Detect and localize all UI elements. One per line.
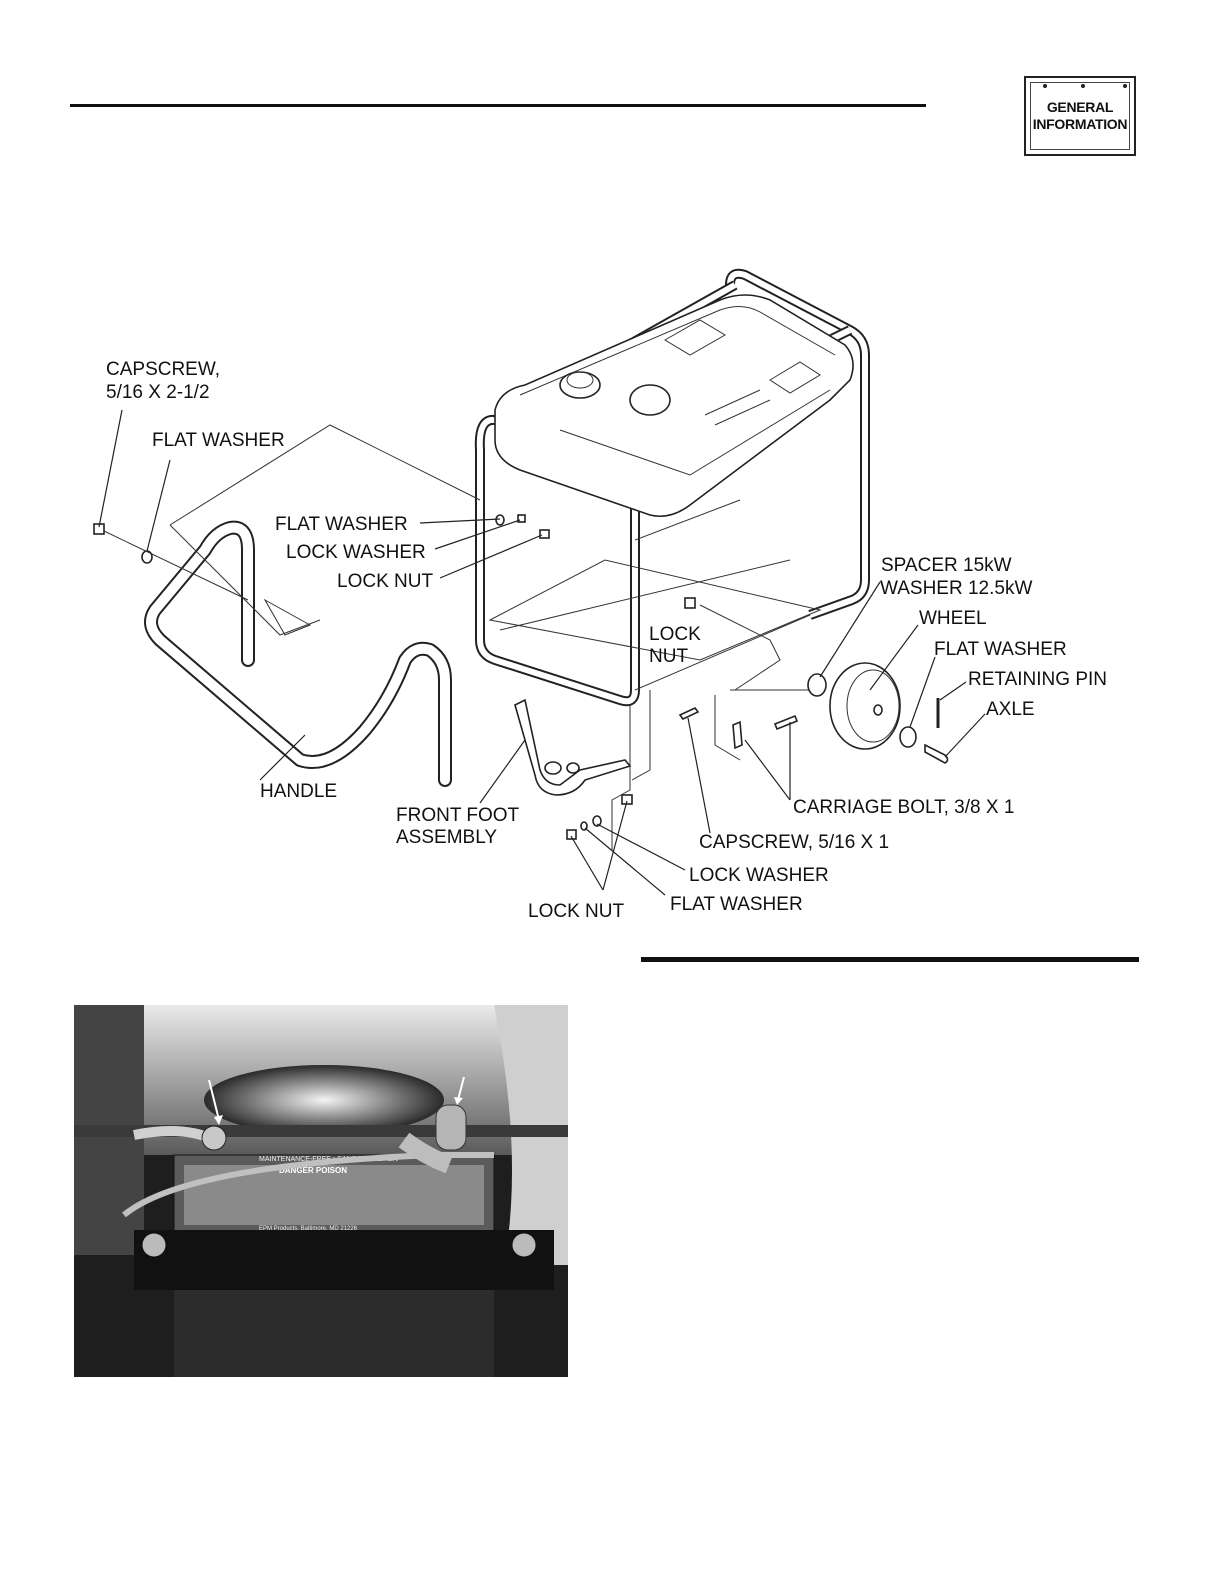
lock-nut-icon — [621, 794, 633, 805]
label-flat-washer-frame: FLAT WASHER — [275, 514, 408, 535]
label-handle: HANDLE — [260, 781, 337, 802]
fuel-cap-icon — [559, 371, 601, 399]
label-flat-washer-foot: FLAT WASHER — [670, 894, 803, 915]
header-rule — [70, 104, 926, 107]
section-rule — [641, 957, 1139, 962]
negative-terminal-icon — [201, 1125, 227, 1151]
lock-nut-icon — [566, 829, 577, 840]
flat-washer-icon — [495, 514, 505, 526]
label-axle: AXLE — [986, 699, 1035, 720]
tab-rivet-icon — [1043, 84, 1047, 88]
handle-fasteners — [93, 424, 481, 636]
arrow-icon — [208, 1079, 220, 1121]
label-spacer: SPACER 15kW — [881, 555, 1012, 576]
lock-nut-icon — [539, 529, 550, 539]
label-front-foot-line2: ASSEMBLY — [396, 827, 497, 848]
bolt-icon — [141, 1232, 167, 1258]
wheel-icon — [829, 662, 901, 750]
fuel-tank — [494, 294, 854, 518]
tab-label-line2: INFORMATION — [1032, 116, 1128, 132]
battery-text-2: DANGER POISON — [279, 1166, 347, 1175]
battery-text-3: EPM Products, Baltimore, MD 21226 — [259, 1226, 358, 1232]
frame-hardware — [495, 514, 696, 609]
label-capscrew-short: CAPSCREW, 5/16 X 1 — [699, 832, 889, 853]
label-lock-nut-foot: LOCK NUT — [528, 901, 624, 922]
label-lock-nut-axle-line1: LOCK — [649, 624, 701, 645]
label-carriage-bolt: CARRIAGE BOLT, 3/8 X 1 — [793, 797, 1014, 818]
positive-terminal-boot-icon — [435, 1104, 467, 1151]
spacer-icon — [807, 673, 827, 697]
label-capscrew-line1: CAPSCREW, — [106, 359, 220, 380]
label-lock-nut-frame: LOCK NUT — [337, 571, 433, 592]
carriage-bolt-icon — [732, 720, 743, 750]
label-lock-washer-frame: LOCK WASHER — [286, 542, 426, 563]
exploded-assembly-diagram: CAPSCREW, 5/16 X 2-1/2 FLAT WASHER FLAT … — [93, 268, 1107, 922]
flat-washer-icon — [899, 726, 917, 748]
section-tab[interactable]: GENERAL INFORMATION — [1024, 76, 1136, 156]
tab-rivet-icon — [1123, 84, 1127, 88]
part-labels: CAPSCREW, 5/16 X 2-1/2 FLAT WASHER FLAT … — [106, 359, 1107, 922]
section-tab-frame: GENERAL INFORMATION — [1030, 82, 1130, 150]
capscrew-icon — [678, 707, 700, 720]
arrow-icon — [457, 1076, 465, 1101]
lock-washer-icon — [517, 514, 526, 523]
label-wheel: WHEEL — [919, 608, 987, 629]
front-foot-part — [514, 690, 799, 850]
axle-icon — [924, 743, 949, 764]
lock-nut-icon — [684, 597, 696, 609]
label-washer-125: WASHER 12.5kW — [880, 578, 1032, 599]
wheel-assembly — [699, 604, 949, 764]
label-lock-washer-foot: LOCK WASHER — [689, 865, 829, 886]
label-flat-washer-handle: FLAT WASHER — [152, 430, 285, 451]
label-lock-nut-axle-line2: NUT — [649, 646, 688, 667]
handle-part — [144, 520, 452, 787]
flat-washer-icon — [592, 815, 602, 827]
tab-label-line1: GENERAL — [1046, 99, 1114, 115]
tab-rivet-icon — [1081, 84, 1085, 88]
label-retaining-pin: RETAINING PIN — [968, 669, 1107, 690]
leader-lines — [98, 409, 986, 896]
carriage-bolt-icon — [773, 714, 799, 731]
bolt-icon — [511, 1232, 537, 1258]
battery-photo: MAINTENANCE-FREE • SANS ENTRETIEN DANGER… — [74, 1005, 568, 1377]
label-capscrew-line2: 5/16 X 2-1/2 — [106, 382, 210, 403]
label-front-foot-line1: FRONT FOOT — [396, 805, 520, 826]
label-flat-washer-wheel: FLAT WASHER — [934, 639, 1067, 660]
